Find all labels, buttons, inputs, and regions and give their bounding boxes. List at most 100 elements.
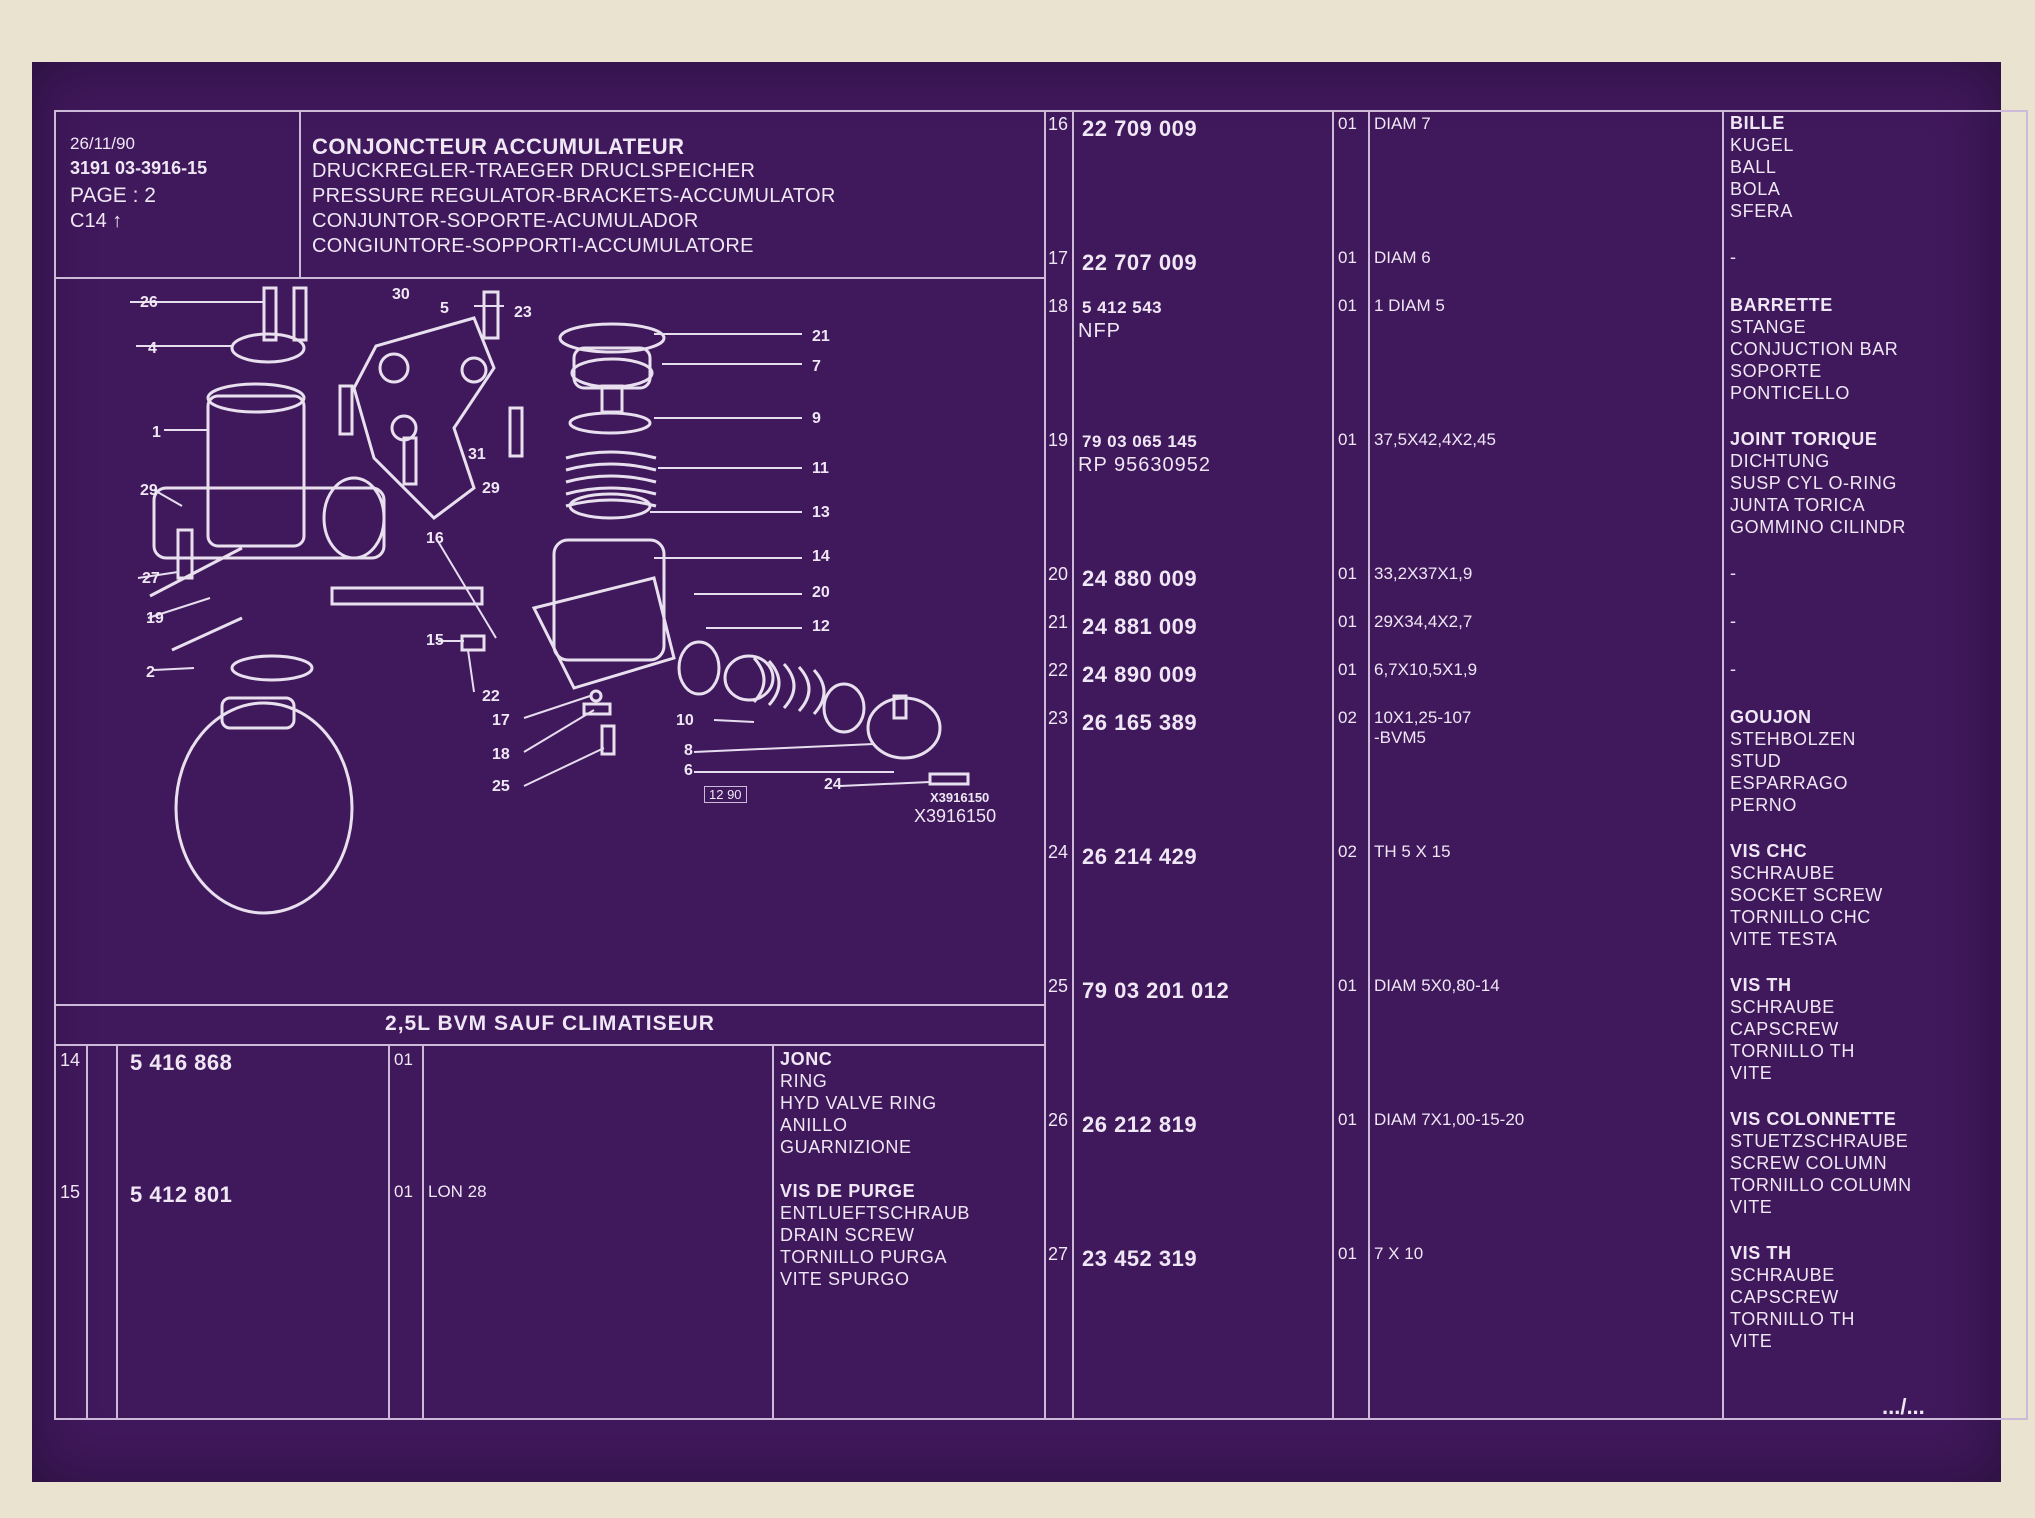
desc-de: STANGE xyxy=(1730,317,1807,337)
quantity: 02 xyxy=(1338,842,1357,861)
quantity: 01 xyxy=(1338,430,1357,449)
spec-continued: -BVM5 xyxy=(1374,728,1426,747)
row-number: 24 xyxy=(1048,842,1069,862)
part-ref: 26 165 389 xyxy=(1082,710,1198,735)
spec: DIAM 5X0,80-14 xyxy=(1374,976,1500,995)
quantity: 01 xyxy=(1338,612,1357,631)
desc-de: ENTLUEFTSCHRAUB xyxy=(780,1203,971,1223)
desc-fr: GOUJON xyxy=(1730,707,1812,727)
callout-29-left: 29 xyxy=(140,482,158,499)
desc-es: ESPARRAGO xyxy=(1730,773,1849,793)
desc-de: SCHRAUBE xyxy=(1730,997,1835,1017)
callout-2: 2 xyxy=(146,664,155,681)
part-ref: 26 212 819 xyxy=(1082,1112,1198,1137)
desc-it: GOMMINO CILINDR xyxy=(1730,517,1907,537)
quantity: 01 xyxy=(1338,1244,1357,1263)
spec: 1 DIAM 5 xyxy=(1374,296,1445,315)
desc-fr: VIS TH xyxy=(1730,1243,1792,1263)
row-number: 25 xyxy=(1048,976,1069,996)
desc-en: SOCKET SCREW xyxy=(1730,885,1883,905)
desc-es: TORNILLO COLUMN xyxy=(1730,1175,1912,1195)
callout-13: 13 xyxy=(812,504,830,521)
part-ref: 23 452 319 xyxy=(1082,1246,1198,1271)
desc-es: JUNTA TORICA xyxy=(1730,495,1866,515)
desc-de: SCHRAUBE xyxy=(1730,863,1835,883)
part-ref: 79 03 065 145 xyxy=(1082,432,1198,451)
desc-de: KUGEL xyxy=(1730,135,1795,155)
desc-it: PERNO xyxy=(1730,795,1798,815)
callout-6: 6 xyxy=(684,762,693,779)
part-ref: 22 709 009 xyxy=(1082,116,1198,141)
desc-it: VITE SPURGO xyxy=(780,1269,910,1289)
row-number: 20 xyxy=(1048,564,1069,584)
desc-de: SCHRAUBE xyxy=(1730,1265,1835,1285)
quantity: 01 xyxy=(1338,248,1357,267)
header-divider xyxy=(299,110,301,278)
callout-5: 5 xyxy=(440,300,449,317)
spec: 37,5X42,4X2,45 xyxy=(1374,430,1496,449)
callout-7: 7 xyxy=(812,358,821,375)
row-number: 14 xyxy=(60,1050,81,1070)
frame-top-line xyxy=(54,110,2028,112)
left-col-line-4 xyxy=(422,1044,424,1420)
desc-it: VITE TESTA xyxy=(1730,929,1838,949)
quantity: 01 xyxy=(394,1182,413,1201)
desc-empty: - xyxy=(1730,563,1737,583)
part-ref: 5 412 801 xyxy=(130,1182,233,1207)
desc-es: TORNILLO CHC xyxy=(1730,907,1871,927)
desc-de: STUETZSCHRAUBE xyxy=(1730,1131,1909,1151)
diagram-ref-small: X3916150 xyxy=(930,790,990,805)
diagram-ref: X3916150 xyxy=(914,806,997,826)
header-page: PAGE : 2 xyxy=(70,184,156,207)
part-subref: RP 95630952 xyxy=(1078,454,1211,476)
callout-17: 17 xyxy=(492,712,510,729)
spec: LON 28 xyxy=(428,1182,487,1201)
part-description: - xyxy=(1730,658,1737,680)
spec: 6,7X10,5X1,9 xyxy=(1374,660,1478,679)
desc-it: VITE xyxy=(1730,1063,1773,1083)
row-number: 16 xyxy=(1048,114,1069,134)
callout-26: 26 xyxy=(140,294,158,311)
row-number: 21 xyxy=(1048,612,1069,632)
section-top-line xyxy=(54,1004,1046,1006)
desc-en: DRAIN SCREW xyxy=(780,1225,915,1245)
desc-it: PONTICELLO xyxy=(1730,383,1851,403)
row-number: 19 xyxy=(1048,430,1069,450)
desc-es: TORNILLO PURGA xyxy=(780,1247,948,1267)
right-col-line-4 xyxy=(1722,110,1724,1420)
spec: 29X34,4X2,7 xyxy=(1374,612,1473,631)
subtitle-de: DRUCKREGLER-TRAEGER DRUCLSPEICHER xyxy=(312,160,756,182)
desc-de: RING xyxy=(780,1071,828,1091)
desc-en: SCREW COLUMN xyxy=(1730,1153,1888,1173)
spec: DIAM 6 xyxy=(1374,248,1431,267)
callout-18: 18 xyxy=(492,746,510,763)
desc-en: SUSP CYL O-RING xyxy=(1730,473,1898,493)
desc-en: CAPSCREW xyxy=(1730,1287,1839,1307)
part-ref: 22 707 009 xyxy=(1082,250,1198,275)
callout-29-right: 29 xyxy=(482,480,500,497)
frame-left-line xyxy=(54,110,56,1420)
row-number: 22 xyxy=(1048,660,1069,680)
desc-empty: - xyxy=(1730,659,1737,679)
callout-19: 19 xyxy=(146,610,164,627)
part-subref: NFP xyxy=(1078,320,1121,342)
quantity: 02 xyxy=(1338,708,1357,727)
continuation-mark: .../... xyxy=(1882,1394,1925,1419)
desc-fr: VIS COLONNETTE xyxy=(1730,1109,1897,1129)
desc-it: GUARNIZIONE xyxy=(780,1137,912,1157)
desc-it: VITE xyxy=(1730,1331,1773,1351)
desc-empty: - xyxy=(1730,247,1737,267)
desc-es: TORNILLO TH xyxy=(1730,1309,1855,1329)
diagram-drawing xyxy=(130,286,970,915)
callout-20: 20 xyxy=(812,584,830,601)
parts-sheet: 26/11/90 3191 03-3916-15 PAGE : 2 C14 ↑ … xyxy=(32,62,2028,1482)
quantity: 01 xyxy=(1338,564,1357,583)
callout-9: 9 xyxy=(812,410,821,427)
callout-1: 1 xyxy=(152,424,161,441)
part-ref: 79 03 201 012 xyxy=(1082,978,1230,1003)
